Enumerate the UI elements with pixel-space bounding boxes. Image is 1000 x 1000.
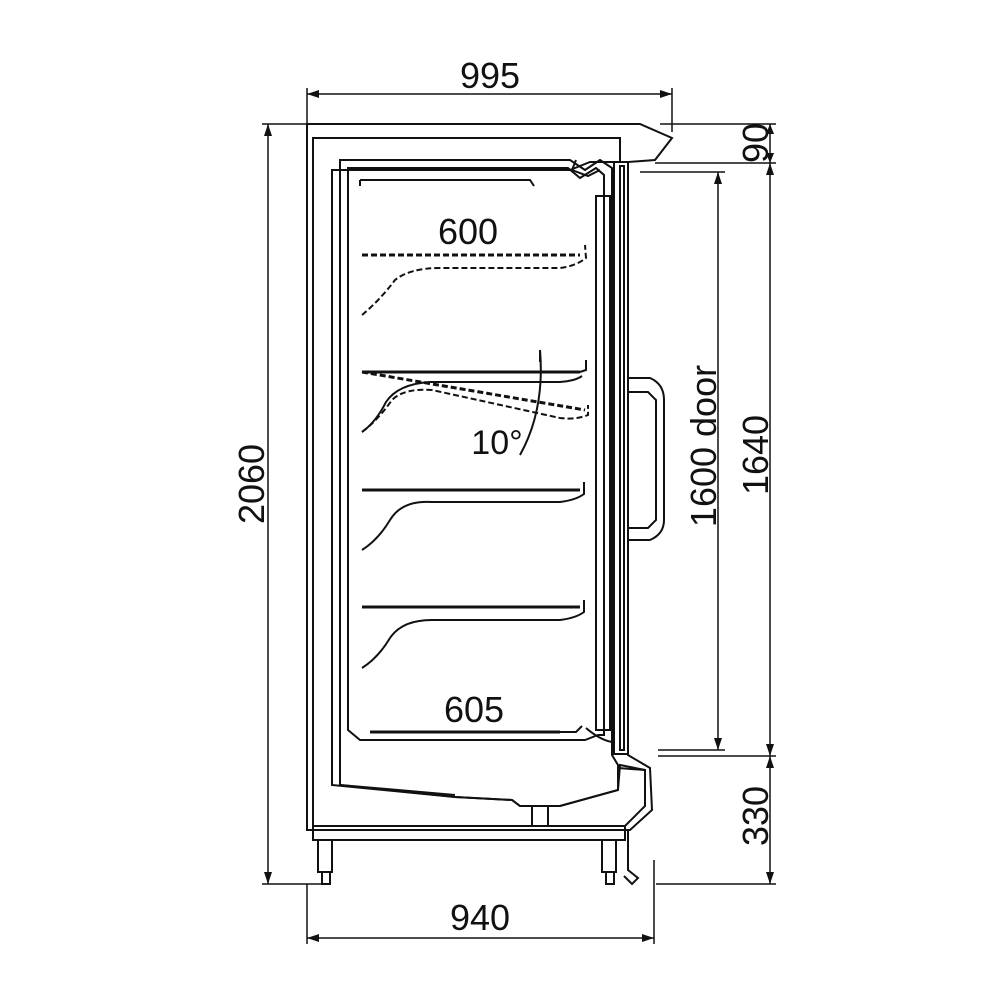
dim-total-height: 2060 xyxy=(231,123,322,885)
legs xyxy=(312,805,640,886)
dim-door-height-arrow-top xyxy=(714,172,722,184)
dim-top-cap-arrow-top xyxy=(766,124,774,134)
cabinet-inner-liner xyxy=(347,166,605,741)
shelf-2 xyxy=(361,349,589,456)
base-frame xyxy=(312,825,626,841)
door-glass-pane xyxy=(595,195,611,731)
leg-front-body xyxy=(601,839,617,873)
dim-bottom-width-arrow-right xyxy=(642,934,654,942)
dim-opening-height: 1640 xyxy=(735,163,776,756)
shelf-2-solid-front xyxy=(361,375,583,433)
dim-top-width-arrow-right xyxy=(660,90,672,98)
leg-front xyxy=(601,839,617,885)
top-air-deflector xyxy=(359,159,601,187)
dim-right-extensions xyxy=(640,123,776,885)
shelves xyxy=(361,244,613,743)
door-handle xyxy=(628,377,665,541)
center-drain xyxy=(531,805,549,827)
dim-opening-height-arrow-bottom xyxy=(766,744,774,756)
cabinet-inner-cavity xyxy=(339,158,619,807)
front-kick-plate xyxy=(623,830,640,886)
leg-front-foot xyxy=(605,871,615,885)
dim-top-width-arrow-left xyxy=(307,90,319,98)
dim-bottom-width-arrow-left xyxy=(307,934,319,942)
shelf-1-dashed xyxy=(361,244,588,316)
top-shelf-depth-label: 600 xyxy=(438,211,498,252)
dim-top-cap: 90 xyxy=(735,123,776,163)
dim-base-height: 330 xyxy=(735,756,776,884)
leg-rear xyxy=(317,839,333,885)
dim-bottom-width-label: 940 xyxy=(450,897,510,938)
dim-total-height-arrow-top xyxy=(264,124,272,136)
bottom-deck-lip xyxy=(560,725,583,733)
door-handle-inner xyxy=(628,391,657,529)
dim-top-cap-label: 90 xyxy=(735,123,776,163)
shelf-2-tip xyxy=(579,360,587,373)
base-molding xyxy=(339,767,646,796)
dim-top-width-label: 995 xyxy=(460,55,520,96)
leg-rear-foot xyxy=(321,871,331,885)
dim-top-cap-arrow-bottom xyxy=(766,153,774,163)
shelf-1-bracket xyxy=(361,244,588,316)
dim-total-height-label: 2060 xyxy=(231,444,272,524)
front-glass-door xyxy=(595,161,665,755)
dim-opening-height-arrow-top xyxy=(766,163,774,175)
door-frame-inner xyxy=(619,165,625,751)
bottom-deck xyxy=(370,725,613,743)
dim-door-height-arrow-bottom xyxy=(714,738,722,750)
dim-door-height: 1600 door xyxy=(683,172,724,750)
dim-base-height-arrow-top xyxy=(766,756,774,768)
shelf-labels: 600 10° 605 xyxy=(438,211,523,730)
leg-rear-body xyxy=(317,839,333,873)
bottom-deck-front xyxy=(585,727,613,743)
door-frame-outer xyxy=(613,161,629,755)
dim-door-height-label: 1600 door xyxy=(683,365,724,527)
dim-base-height-label: 330 xyxy=(735,786,776,846)
shelf-3-bracket xyxy=(361,482,585,551)
shelf-3 xyxy=(361,482,585,551)
shelf-4 xyxy=(361,600,585,669)
dim-top-width: 995 xyxy=(306,55,673,132)
dimension-lines: 995 940 2060 xyxy=(231,55,776,944)
dim-bottom-width: 940 xyxy=(306,860,655,944)
dim-total-height-arrow-bottom xyxy=(264,872,272,884)
bottom-shelf-depth-label: 605 xyxy=(444,689,504,730)
shelf-4-bracket xyxy=(361,600,585,669)
shelf-2-bracket xyxy=(361,388,589,433)
shelf-angle-arc xyxy=(519,349,542,456)
shelf-angle-label: 10° xyxy=(471,424,522,462)
dim-base-height-arrow-bottom xyxy=(766,872,774,884)
shelf-2-tilted-plate xyxy=(361,370,586,412)
dim-opening-height-label: 1640 xyxy=(735,415,776,495)
